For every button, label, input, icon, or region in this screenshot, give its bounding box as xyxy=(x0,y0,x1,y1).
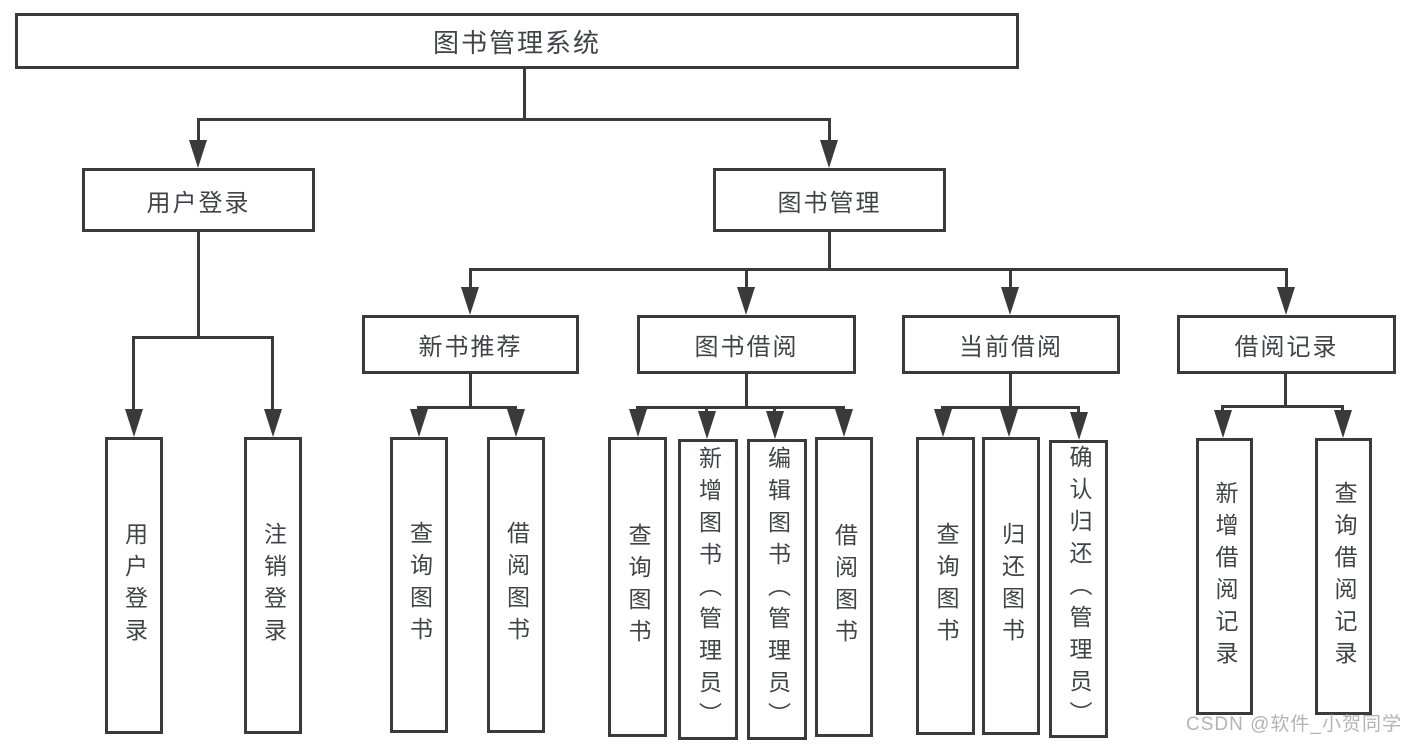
node-label: 查询图书 xyxy=(625,523,651,651)
arrow-down-icon xyxy=(835,409,853,437)
node-label: 用户登录 xyxy=(146,189,251,217)
connector-line xyxy=(828,118,831,145)
node-label: 借阅图书 xyxy=(831,523,858,651)
arrow-down-icon xyxy=(737,287,755,315)
node-confirm-return-admin: 确认归还（管理员） xyxy=(1049,440,1108,738)
node-label: 图书管理 xyxy=(777,189,882,217)
node-book-management: 图书管理 xyxy=(713,168,946,232)
arrow-down-icon xyxy=(125,409,143,437)
connector-line xyxy=(636,406,845,409)
connector-line xyxy=(469,268,472,293)
arrow-down-icon xyxy=(189,140,207,168)
arrow-down-icon xyxy=(820,140,838,168)
arrow-down-icon xyxy=(461,287,479,315)
arrow-down-icon xyxy=(629,409,647,437)
node-label: 编辑图书（管理员） xyxy=(764,445,791,734)
arrow-down-icon xyxy=(766,411,784,439)
arrow-down-icon xyxy=(1070,412,1088,440)
arrow-down-icon xyxy=(1334,410,1352,438)
node-borrowing-records: 借阅记录 xyxy=(1177,315,1396,374)
node-label: 新增借阅记录 xyxy=(1212,480,1238,673)
node-label: 借阅记录 xyxy=(1234,334,1339,361)
node-label: 查询图书 xyxy=(933,522,959,650)
arrow-down-icon xyxy=(934,409,952,437)
connector-line xyxy=(1221,405,1344,408)
node-new-book-recommend: 新书推荐 xyxy=(362,315,579,374)
node-label: 当前借阅 xyxy=(959,334,1063,361)
node-recommend-borrow-book: 借阅图书 xyxy=(487,437,545,733)
node-label: 借阅图书 xyxy=(503,521,530,649)
connector-line xyxy=(1284,374,1287,405)
node-label: 确认归还（管理员） xyxy=(1066,445,1092,733)
node-query-borrow-record: 查询借阅记录 xyxy=(1315,438,1372,715)
connector-line xyxy=(132,336,135,414)
node-label: 归还图书 xyxy=(998,522,1025,650)
arrow-down-icon xyxy=(1000,409,1018,437)
arrow-down-icon xyxy=(1214,410,1232,438)
connector-line xyxy=(197,118,200,145)
node-return-book: 归还图书 xyxy=(982,437,1040,735)
node-add-book-admin: 新增图书（管理员） xyxy=(678,439,738,740)
connector-line xyxy=(1009,268,1012,293)
connector-line xyxy=(523,68,526,118)
node-recommend-query-book: 查询图书 xyxy=(390,437,448,733)
node-login: 用户登录 xyxy=(105,437,163,734)
connector-line xyxy=(941,406,1080,409)
node-borrowing-borrow-book: 借阅图书 xyxy=(815,437,873,737)
node-add-borrow-record: 新增借阅记录 xyxy=(1196,438,1253,715)
connector-line xyxy=(828,232,831,268)
node-edit-book-admin: 编辑图书（管理员） xyxy=(747,439,807,740)
connector-line xyxy=(469,268,1287,271)
connector-line xyxy=(745,268,748,293)
arrow-down-icon xyxy=(264,409,282,437)
arrow-down-icon xyxy=(1001,287,1019,315)
connector-line xyxy=(197,118,831,121)
node-label: 注销登录 xyxy=(260,521,287,650)
arrow-down-icon xyxy=(698,411,716,439)
node-logout: 注销登录 xyxy=(244,437,302,734)
node-label: 新书推荐 xyxy=(418,334,523,361)
connector-line xyxy=(745,374,748,406)
node-current-borrowing: 当前借阅 xyxy=(902,315,1120,374)
node-user-login: 用户登录 xyxy=(82,168,315,232)
node-library-management-system: 图书管理系统 xyxy=(15,13,1019,69)
connector-line xyxy=(1009,374,1012,406)
arrow-down-icon xyxy=(507,409,525,437)
arrow-down-icon xyxy=(1277,287,1295,315)
connector-line xyxy=(197,232,200,336)
node-label: 图书管理系统 xyxy=(432,27,601,58)
connector-line xyxy=(132,336,274,339)
node-label: 查询借阅记录 xyxy=(1331,480,1357,673)
node-borrowing-query-book: 查询图书 xyxy=(608,437,667,737)
node-label: 查询图书 xyxy=(406,521,433,649)
connector-line xyxy=(271,336,274,414)
node-current-query-book: 查询图书 xyxy=(916,437,975,735)
node-label: 新增图书（管理员） xyxy=(695,445,722,734)
node-book-borrowing: 图书借阅 xyxy=(637,315,856,374)
node-label: 用户登录 xyxy=(121,521,148,650)
connector-line xyxy=(1285,268,1288,293)
node-label: 图书借阅 xyxy=(694,334,799,361)
connector-line xyxy=(417,406,517,409)
connector-line xyxy=(469,374,472,406)
arrow-down-icon xyxy=(410,409,428,437)
csdn-watermark: CSDN @软件_小贺同学 xyxy=(1186,714,1402,735)
